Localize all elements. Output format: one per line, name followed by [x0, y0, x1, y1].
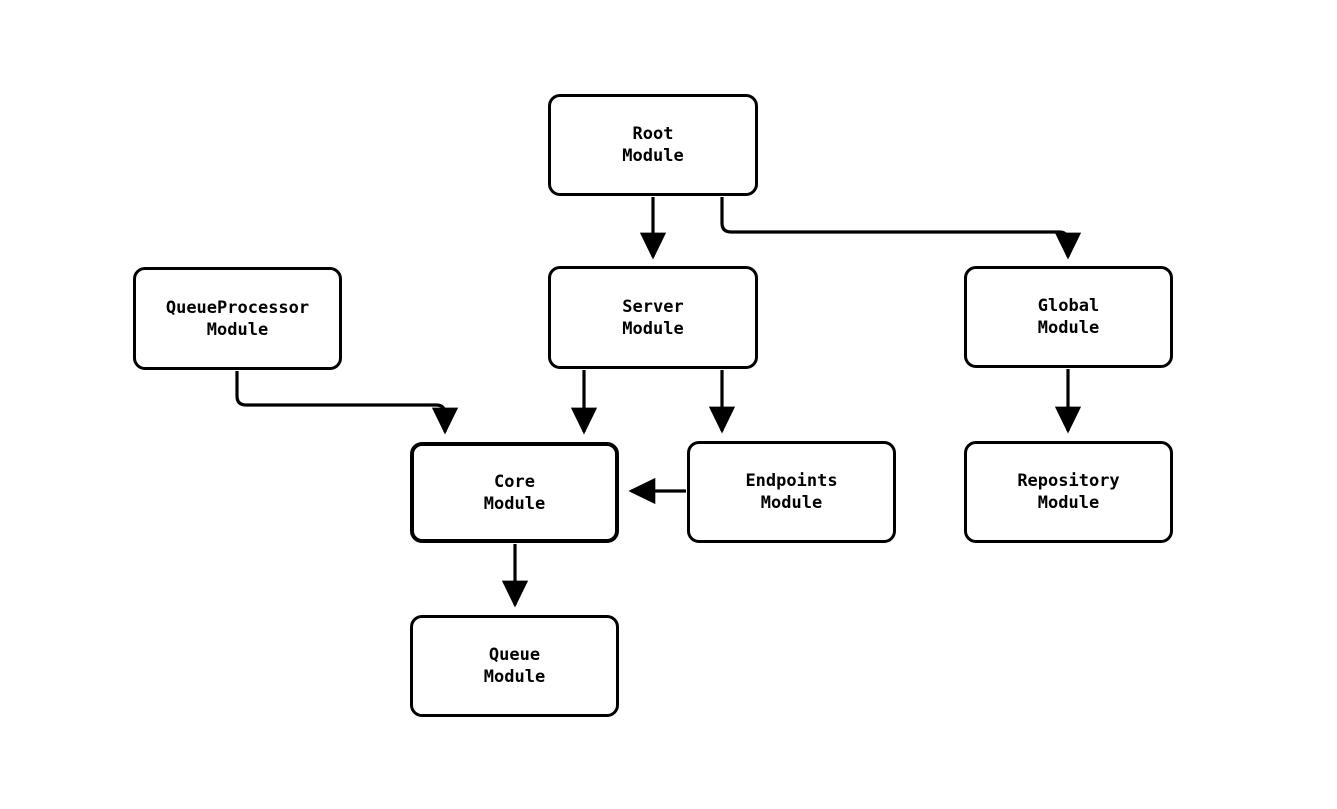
node-root-module-line1: Root	[632, 124, 674, 144]
node-global-module-line1: Global	[1037, 296, 1100, 316]
node-endpoints-module-line1: Endpoints	[745, 471, 838, 491]
node-global-module-line2: Module	[1037, 318, 1100, 338]
node-queue-module-line2: Module	[483, 667, 546, 687]
node-root-module-line2: Module	[622, 146, 684, 166]
node-queueprocessor-module-line2: Module	[206, 319, 269, 340]
node-global-module[interactable]: Global Module	[964, 266, 1173, 368]
edge-root-to-global	[720, 197, 1082, 260]
node-queueprocessor-module-line1: QueueProcessor	[165, 297, 310, 318]
node-repository-module[interactable]: Repository Module	[964, 441, 1173, 543]
node-server-module[interactable]: Server Module	[548, 266, 758, 369]
node-queue-module-line1: Queue	[488, 645, 541, 665]
node-repository-module-line2: Module	[1037, 493, 1100, 513]
node-core-module[interactable]: Core Module	[410, 442, 619, 543]
node-root-module[interactable]: Root Module	[548, 94, 758, 196]
edge-queueprocessor-to-core	[235, 371, 459, 435]
node-queueprocessor-module[interactable]: QueueProcessor Module	[133, 267, 342, 370]
node-core-module-line2: Module	[483, 493, 546, 514]
node-server-module-line2: Module	[622, 318, 684, 339]
node-endpoints-module[interactable]: Endpoints Module	[687, 441, 896, 543]
node-core-module-line1: Core	[494, 471, 535, 492]
node-repository-module-line1: Repository	[1017, 471, 1120, 491]
node-endpoints-module-line2: Module	[760, 493, 823, 513]
node-server-module-line1: Server	[622, 296, 684, 317]
node-queue-module[interactable]: Queue Module	[410, 615, 619, 717]
